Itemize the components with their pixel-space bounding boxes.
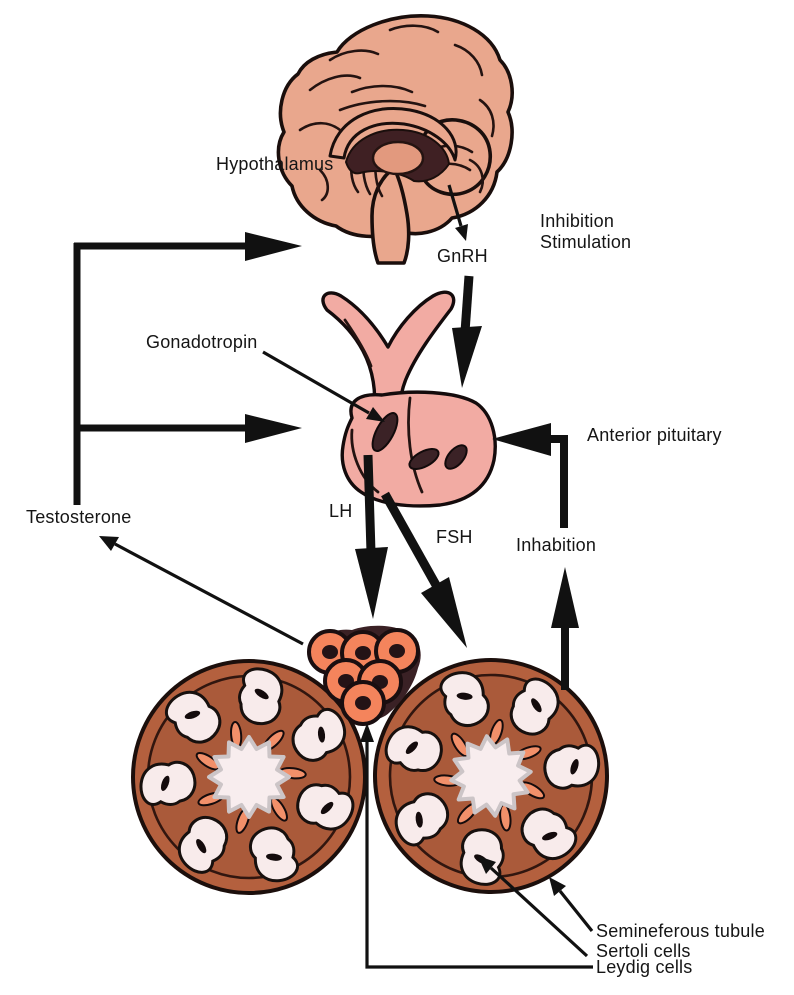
inhibition-stimulation-label: Inhibition Stimulation (540, 211, 631, 253)
testosterone-label: Testosterone (26, 507, 132, 527)
leydig-cells-pointer-line (360, 723, 593, 969)
gonadotropin-label: Gonadotropin (146, 332, 258, 352)
fsh-arrow (381, 491, 467, 648)
gnrh-label: GnRH (437, 246, 488, 266)
brain-illustration (276, 14, 514, 265)
feedback-arrow-to-hypothalamus (74, 232, 302, 261)
sertoli-cells-pointer-arrow (478, 856, 589, 958)
seminiferous-tubule-pointer-arrow (549, 877, 594, 932)
gonadotropin-pointer-arrow (262, 350, 385, 422)
lh-arrow (355, 454, 388, 619)
fsh-label: FSH (436, 527, 473, 547)
hypothalamus-label: Hypothalamus (216, 154, 334, 174)
inhibition-label: Inhibition (540, 211, 615, 231)
leydig-cell (340, 680, 386, 726)
inhabition-label: Inhabition (516, 535, 597, 555)
brain-to-gnrh-arrow (447, 184, 468, 241)
lh-label: LH (329, 501, 353, 521)
inhibin-feedback-arrow-upper (492, 423, 568, 528)
anterior-pituitary-label: Anterior pituitary (587, 425, 722, 445)
sertoli-cells-label: Sertoli cells (596, 941, 691, 961)
feedback-arrow-to-pituitary (74, 414, 302, 443)
leydig-cells-label: Leydig cells (596, 957, 693, 977)
leydig-cell-cluster (307, 625, 421, 726)
inhibin-feedback-arrow-lower (551, 567, 579, 690)
seminiferous-tubule-label: Semineferous tubule (596, 921, 765, 941)
testosterone-pointer-arrow (99, 536, 304, 646)
gnrh-arrow (452, 275, 482, 388)
stimulation-label: Stimulation (540, 232, 632, 252)
